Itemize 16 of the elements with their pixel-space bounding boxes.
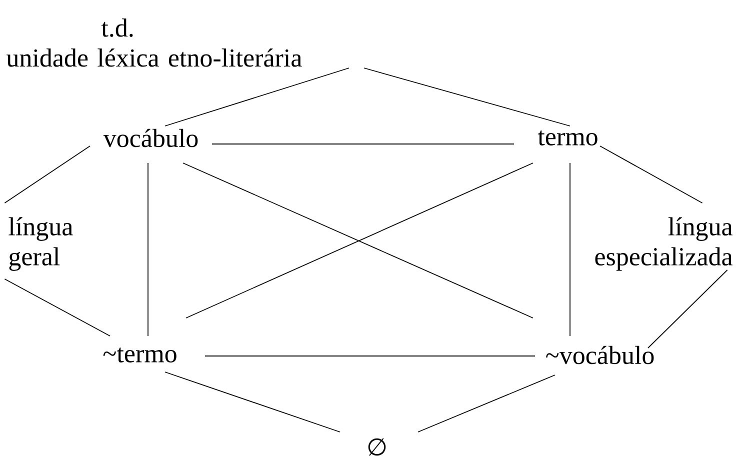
node-label: t.d. unidade léxica etno-literária <box>6 18 302 67</box>
connector-line <box>164 68 350 126</box>
node-label: ~vocábulo <box>546 346 654 364</box>
connector-line <box>418 374 556 432</box>
connector-line <box>4 278 110 336</box>
connector-line <box>600 146 703 204</box>
node-label: língua geral <box>8 217 73 271</box>
node-label: vocábulo <box>103 128 198 148</box>
node-label: ∅ <box>368 438 386 456</box>
connector-line <box>364 68 570 126</box>
node-label: termo <box>538 130 598 146</box>
connector-line <box>164 372 340 432</box>
node-label: língua especializada <box>595 217 732 271</box>
connector-line <box>648 270 728 348</box>
connector-line <box>4 146 90 204</box>
node-label: ~termo <box>103 348 176 362</box>
